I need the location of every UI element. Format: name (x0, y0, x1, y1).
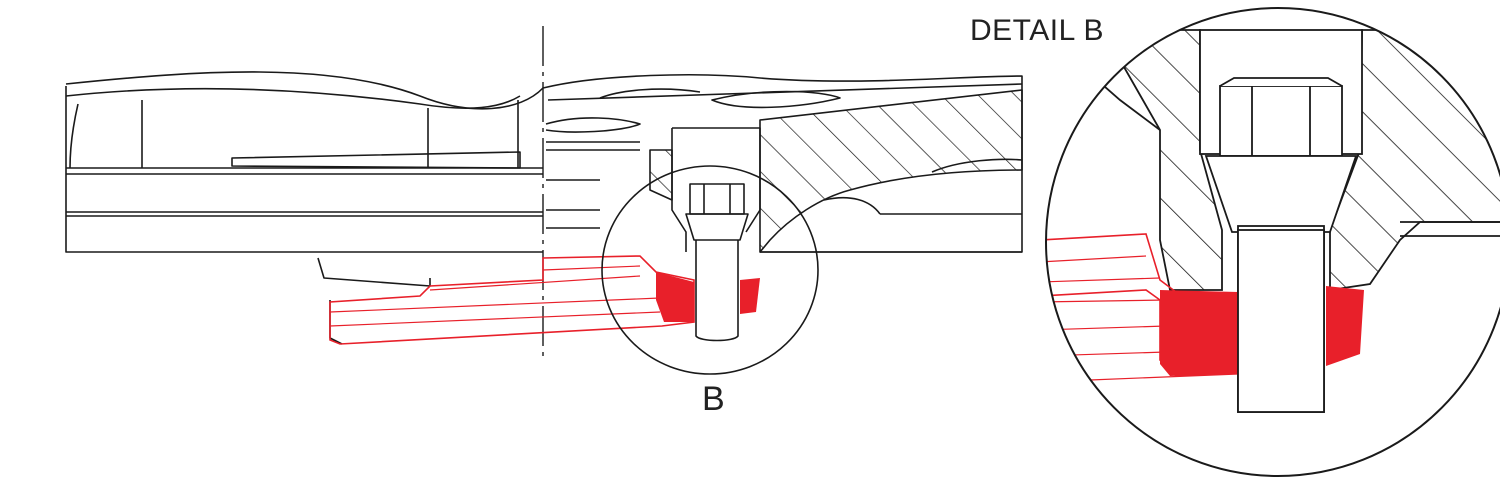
detail-b-border (1045, 7, 1500, 477)
callout-label: B (702, 380, 725, 418)
wheel-bolt (671, 127, 761, 342)
detail-title: DETAIL B (970, 14, 1105, 47)
detail-hatched-left (1046, 29, 1223, 291)
wheel-spacer-highlight (329, 255, 760, 345)
hub-hatched-region (759, 89, 1023, 253)
wheel-section-view (65, 26, 1023, 360)
detail-b-callout-circle (601, 165, 819, 375)
wheel-face-outline (65, 71, 544, 110)
detail-b-view (1045, 7, 1500, 477)
